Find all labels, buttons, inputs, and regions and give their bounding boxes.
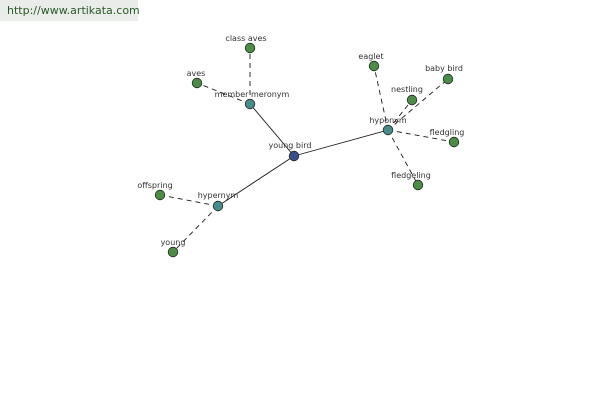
leaf-label-fledgeling: fledgeling [391,171,431,180]
leaf-node-nestling[interactable] [406,94,418,106]
leaf-node-aves[interactable] [191,77,203,89]
watermark-url[interactable]: http://www.artikata.com [7,4,140,17]
edge-fledgeling [387,129,419,186]
center-label: young bird [269,141,312,150]
edge-hypernym [217,155,295,207]
leaf-label-class-aves: class aves [225,34,266,43]
relation-node-hyponym[interactable] [382,124,394,136]
graph-edges [159,48,455,253]
relation-node-member-meronym[interactable] [244,98,256,110]
edge-member-meronym [249,103,295,157]
leaf-label-baby-bird: baby bird [425,64,463,73]
edge-aves [196,82,251,105]
edge-fledgling [387,129,455,143]
edge-offspring [159,194,219,207]
center-node[interactable] [288,150,300,162]
leaf-node-eaglet[interactable] [368,60,380,72]
edge-baby-bird [387,78,449,131]
leaf-label-young: young [161,238,186,247]
leaf-label-fledgling: fledgling [430,128,465,137]
leaf-node-baby-bird[interactable] [442,73,454,85]
relation-label-member-meronym: member meronym [215,90,290,99]
leaf-node-fledgeling[interactable] [412,179,424,191]
leaf-node-fledgling[interactable] [448,136,460,148]
relation-label-hyponym: hyponym [369,116,407,125]
leaf-label-nestling: nestling [391,85,423,94]
graph-labels: young bird member meronym class aves aves hy… [137,34,464,247]
watermark-bar: http://www.artikata.com [0,0,140,21]
graph-nodes [154,42,460,258]
leaf-node-offspring[interactable] [154,189,166,201]
relation-label-hypernym: hypernym [198,191,239,200]
edge-hyponym [293,129,389,157]
leaf-node-class-aves[interactable] [244,42,256,54]
edge-nestling [387,99,413,131]
leaf-label-eaglet: eaglet [358,52,383,61]
edge-eaglet [373,65,389,131]
leaf-label-offspring: offspring [137,181,172,190]
leaf-node-young[interactable] [167,246,179,258]
edge-young [172,205,219,253]
leaf-label-aves: aves [187,69,206,78]
relation-node-hypernym[interactable] [212,200,224,212]
